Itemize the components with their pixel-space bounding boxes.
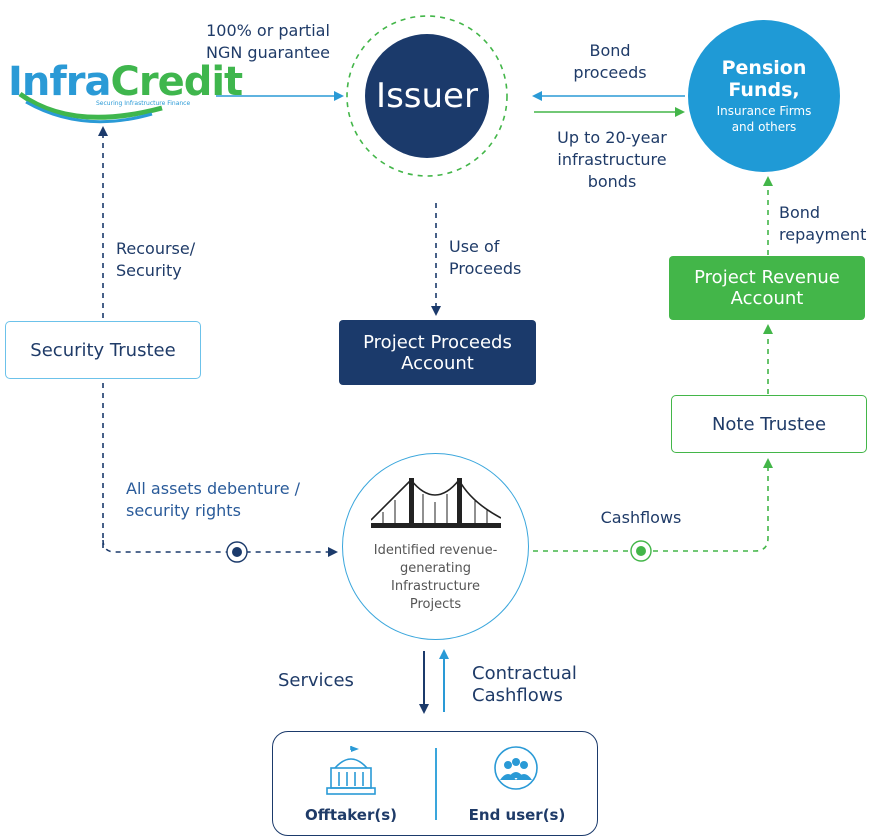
infracredit-logo: InfraCredit Securing Infrastructure Fina… [8, 60, 243, 130]
debenture-label: All assets debenture / security rights [126, 479, 301, 520]
offtakers-label: Offtaker(s) [305, 806, 397, 824]
security-trustee-label: Security Trustee [30, 339, 176, 361]
project-revenue-account: Project Revenue Account [669, 256, 865, 320]
cashflows-node-inner [636, 546, 646, 556]
pension-title: Pension Funds, [721, 57, 807, 101]
bridge-icon [371, 478, 501, 528]
project-revenue-label: Project Revenue Account [694, 267, 840, 309]
projects-label: Identified revenue-generating Infrastruc… [373, 543, 498, 612]
debenture-arrow [102, 539, 338, 557]
logo-tagline: Securing Infrastructure Finance [96, 100, 191, 107]
bond-repayment-label: Bond repayment [779, 203, 867, 244]
guarantee-label: 100% or partial NGN guarantee [206, 21, 331, 62]
government-building-icon [326, 746, 376, 795]
note-trustee-label: Note Trustee [711, 413, 827, 435]
project-proceeds-account: Project Proceeds Account [339, 320, 536, 385]
recourse-label: Recourse/ Security [116, 239, 196, 280]
infra-bonds-label: Up to 20-year infrastructure bonds [557, 128, 667, 191]
security-trustee: Security Trustee [5, 321, 201, 379]
services-label: Services [278, 670, 354, 691]
pension-subtitle: Insurance Firms and others [716, 104, 812, 134]
issuer-label: Issuer [376, 76, 478, 116]
bond-proceeds-label: Bond proceeds [573, 41, 647, 82]
use-of-proceeds-label: Use of Proceeds [449, 237, 522, 278]
offtakers-endusers-box: Offtaker(s) End user(s) [272, 731, 598, 836]
logo-wordmark: InfraCredit [8, 59, 243, 105]
logo-credit: Credit [110, 59, 243, 105]
cashflows-arrow [533, 458, 773, 552]
logo-infra: Infra [8, 59, 111, 105]
note-trustee: Note Trustee [671, 395, 867, 453]
cashflows-label: Cashflows [600, 508, 682, 527]
issuer-ring [346, 15, 508, 177]
divider [435, 748, 437, 820]
infrastructure-projects-node: Identified revenue-generating Infrastruc… [342, 453, 529, 640]
logo-swoosh [18, 91, 163, 124]
people-group-icon [494, 746, 538, 790]
debenture-node-inner [232, 547, 242, 557]
end-users-label: End user(s) [468, 806, 566, 824]
pension-funds-node: Pension Funds, Insurance Firms and other… [688, 20, 840, 172]
project-proceeds-label: Project Proceeds Account [363, 331, 512, 374]
contractual-cashflows-label: Contractual Cashflows [472, 663, 577, 706]
issuer-node: Issuer [365, 34, 489, 158]
